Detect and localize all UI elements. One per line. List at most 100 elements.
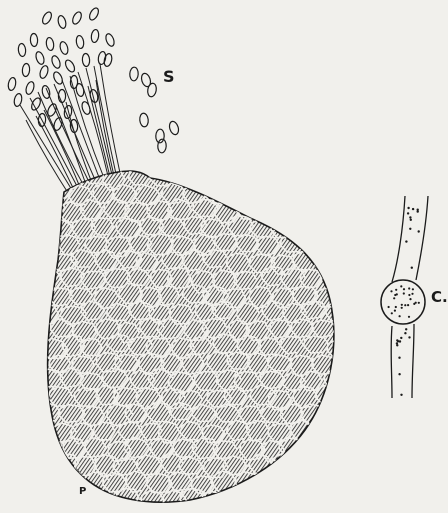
- granule: [410, 219, 412, 221]
- cell-outline: [196, 169, 221, 190]
- loose-spore: [147, 83, 158, 98]
- cell-outline: [335, 490, 361, 508]
- spore: [7, 77, 17, 91]
- granule: [418, 302, 420, 304]
- cell-outline: [327, 272, 351, 289]
- cell-outline: [313, 491, 340, 511]
- cell-outline: [128, 508, 153, 513]
- cell-outline: [290, 490, 313, 510]
- granule: [394, 294, 396, 296]
- cell-outline: [37, 476, 61, 496]
- granule: [411, 267, 413, 269]
- cell-outline: [291, 216, 313, 237]
- cell-outline: [260, 199, 280, 218]
- granule: [400, 285, 402, 287]
- granule: [403, 292, 405, 294]
- cell-outline: [313, 185, 336, 201]
- loose-spore: [140, 72, 152, 87]
- granule: [408, 316, 410, 318]
- granule: [399, 315, 401, 317]
- hyphal-cell-figure: [381, 196, 428, 398]
- cell-outline: [304, 471, 329, 488]
- granule: [409, 216, 411, 218]
- cell-outline: [226, 490, 251, 508]
- cell-outline: [280, 199, 302, 219]
- spore: [91, 29, 100, 43]
- spore: [39, 65, 50, 80]
- cell-outline: [326, 507, 348, 513]
- peridium-label: P: [79, 487, 86, 497]
- granule: [418, 230, 420, 232]
- cell-outline: [260, 166, 281, 186]
- granule: [405, 240, 407, 242]
- cell-outline: [337, 319, 358, 336]
- loose-spore: [139, 113, 149, 127]
- spore: [41, 85, 51, 99]
- spore: [88, 7, 100, 22]
- cell-outline: [326, 473, 350, 493]
- granule: [417, 210, 419, 212]
- granule: [398, 373, 400, 375]
- spore: [46, 103, 58, 118]
- granule: [400, 394, 402, 396]
- spore: [41, 11, 53, 26]
- spore: [22, 63, 30, 77]
- granule: [398, 357, 400, 359]
- granule: [411, 293, 413, 295]
- spore: [75, 83, 85, 97]
- cell-outline: [301, 506, 324, 513]
- granule: [408, 287, 410, 289]
- cell-outline: [338, 251, 362, 270]
- cell-outline: [316, 456, 342, 476]
- cell-outline: [40, 509, 62, 513]
- granule: [395, 289, 397, 291]
- spore: [57, 15, 67, 29]
- cell-outline: [213, 166, 236, 185]
- spore: [104, 33, 115, 48]
- loose-spore: [129, 67, 138, 81]
- cell-outline: [171, 506, 195, 513]
- cell-outline: [272, 455, 293, 476]
- cell-outline: [292, 184, 317, 202]
- cell-outline: [170, 166, 193, 184]
- spore: [34, 51, 45, 66]
- cell-outline: [324, 168, 345, 186]
- tuft-spores: [7, 7, 115, 133]
- cell-outline: [323, 235, 348, 256]
- cell-outline: [61, 508, 83, 513]
- granule: [412, 288, 414, 290]
- granule: [404, 332, 406, 334]
- granule: [394, 310, 396, 312]
- cell-outline: [316, 421, 341, 439]
- cell-outline: [283, 169, 306, 188]
- granule: [391, 312, 393, 314]
- cell-outline: [337, 221, 362, 237]
- thread-strand: [86, 68, 112, 175]
- granule: [412, 208, 414, 210]
- cell-outline: [107, 507, 133, 513]
- granule: [390, 290, 392, 292]
- cell-outline: [301, 164, 324, 185]
- spores-label: S: [163, 69, 175, 85]
- spore: [71, 11, 83, 26]
- spore: [59, 41, 70, 55]
- cell-outline: [233, 167, 258, 185]
- granule: [399, 340, 401, 342]
- cell-outline: [292, 458, 314, 478]
- cell-outline: [305, 203, 330, 222]
- cell-outline: [215, 505, 241, 513]
- spore: [13, 93, 23, 107]
- cell-outline: [300, 234, 325, 254]
- granule: [400, 337, 402, 339]
- cell-outline: [326, 436, 351, 454]
- cell-outline: [247, 489, 267, 507]
- loose-spore: [168, 120, 180, 135]
- cell-outline: [150, 507, 172, 513]
- spore: [30, 97, 42, 112]
- spore: [52, 71, 64, 86]
- granule: [401, 307, 403, 309]
- cell-outline: [260, 509, 284, 513]
- spore: [81, 101, 92, 116]
